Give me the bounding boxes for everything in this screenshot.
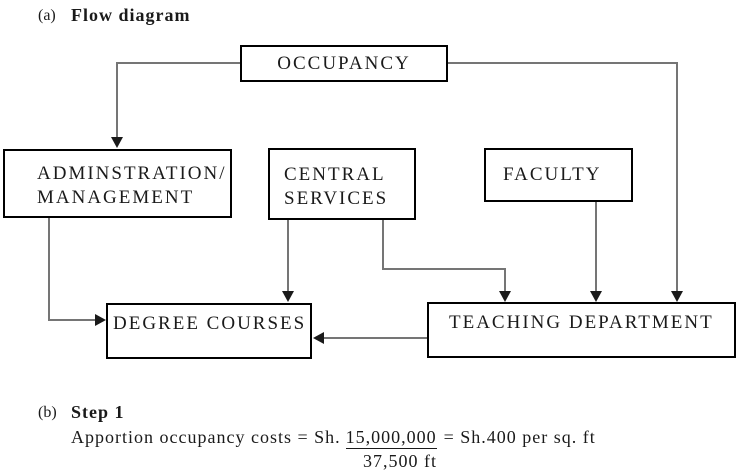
administration-label-line2: MANAGEMENT: [37, 186, 195, 208]
section-b-title: Step 1: [71, 402, 125, 422]
connector-occupancy-to-teaching-horizontal: [448, 62, 678, 64]
connector-occupancy-to-admin-vertical: [116, 62, 118, 138]
administration-box: ADMINSTRATION/ MANAGEMENT: [3, 149, 232, 218]
arrowhead-down-into-teaching-left-icon: [499, 291, 511, 302]
teaching-department-label: TEACHING DEPARTMENT: [449, 312, 714, 333]
arrowhead-down-into-teaching-middle-icon: [590, 291, 602, 302]
connector-central-to-teaching-horizontal: [382, 268, 506, 270]
administration-label-line1: ADMINSTRATION/: [37, 162, 227, 184]
connector-faculty-to-teaching-vertical: [595, 202, 597, 292]
connector-occupancy-to-teaching-vertical: [676, 62, 678, 292]
faculty-box: FACULTY: [484, 148, 633, 202]
connector-central-to-teaching-vertical2: [504, 268, 506, 293]
central-services-label-line1: CENTRAL: [284, 164, 386, 185]
central-services-label-line2: SERVICES: [284, 188, 389, 209]
connector-central-to-teaching-vertical1: [382, 220, 384, 270]
arrowhead-down-into-admin-icon: [111, 137, 123, 148]
step1-formula-numerator: 15,000,000: [345, 427, 437, 449]
occupancy-box: OCCUPANCY: [240, 45, 448, 82]
central-services-box: CENTRAL SERVICES: [268, 148, 416, 220]
connector-admin-to-degree-vertical: [48, 218, 50, 321]
faculty-label: FACULTY: [503, 164, 602, 185]
section-b-label: (b): [38, 404, 57, 421]
teaching-department-box: TEACHING DEPARTMENT: [427, 302, 736, 358]
arrowhead-down-into-degree-icon: [282, 291, 294, 302]
degree-courses-box: DEGREE COURSES: [106, 303, 312, 359]
step1-formula-denominator: 37,500 ft: [363, 451, 437, 471]
step1-formula-line: Apportion occupancy costs = Sh.15,000,00…: [71, 427, 596, 449]
step1-formula-suffix: = Sh.400 per sq. ft: [443, 427, 596, 447]
degree-courses-label: DEGREE COURSES: [113, 313, 307, 334]
section-a-label: (a): [38, 7, 56, 24]
connector-teaching-to-degree-horizontal: [324, 337, 427, 339]
occupancy-label: OCCUPANCY: [277, 52, 411, 74]
step1-formula-prefix: Apportion occupancy costs = Sh.: [71, 427, 341, 447]
arrowhead-right-into-degree-icon: [95, 314, 106, 326]
connector-admin-to-degree-horizontal: [48, 319, 96, 321]
arrowhead-down-into-teaching-right-icon: [671, 291, 683, 302]
section-a-title: Flow diagram: [71, 5, 191, 25]
connector-central-to-degree-vertical: [287, 220, 289, 292]
arrowhead-left-into-degree-icon: [313, 332, 324, 344]
connector-occupancy-to-admin-horizontal: [117, 62, 240, 64]
